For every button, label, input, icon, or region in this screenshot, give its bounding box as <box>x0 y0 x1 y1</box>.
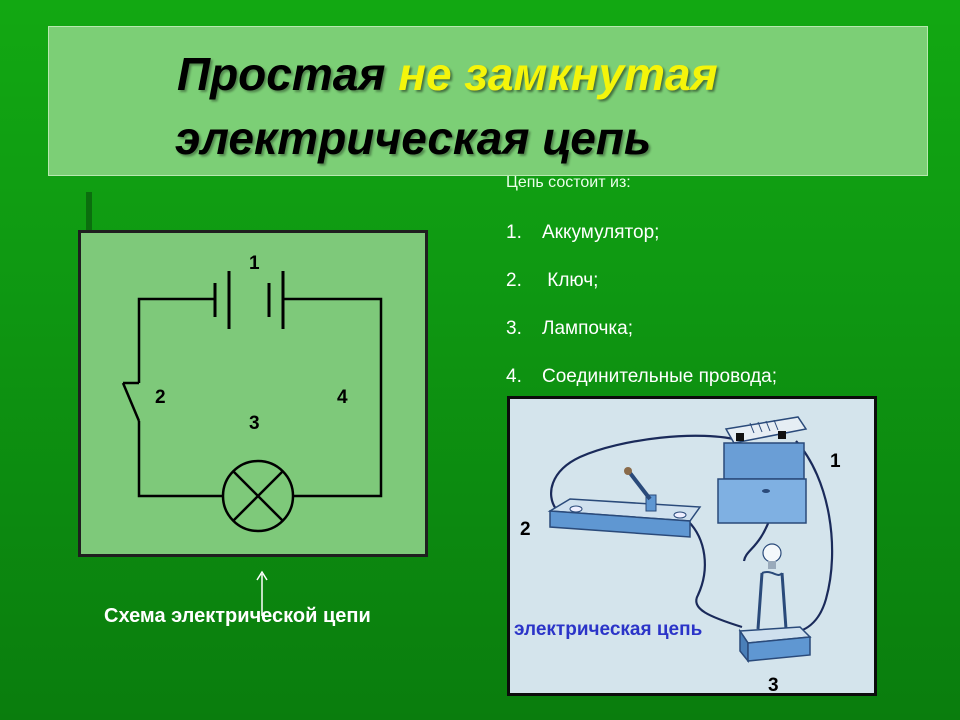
illus-label-switch: 2 <box>520 519 531 540</box>
list-item-text: Аккумулятор; <box>542 222 660 243</box>
list-intro: Цепь состоит из: <box>506 174 631 191</box>
list-item-number: 2. <box>506 270 522 291</box>
list-item-text: Соединительные провода; <box>542 366 778 387</box>
list-item-text: Лампочка; <box>542 318 634 339</box>
wire-right <box>283 297 383 498</box>
schematic-svg: 1 2 3 4 <box>121 253 383 533</box>
label-switch: 2 <box>155 387 166 408</box>
illus-label-battery: 1 <box>830 451 841 472</box>
circuit-schematic: 1 2 3 4 <box>78 230 428 557</box>
wire-top-left <box>137 297 215 383</box>
illustration-svg: 1 2 3 <box>520 416 841 693</box>
switch-blade <box>121 382 141 422</box>
title-banner: Простая не замкнутая электрическая цепь <box>48 26 928 176</box>
lamp-device <box>738 543 812 664</box>
label-battery: 1 <box>249 253 260 274</box>
lamp-cross-2 <box>232 470 284 522</box>
illus-label-lamp: 3 <box>768 675 779 693</box>
title-highlight: не замкнутая <box>398 48 718 100</box>
decorative-strip <box>86 192 92 242</box>
battery-device <box>717 416 808 524</box>
up-arrow-icon <box>256 570 268 616</box>
list-item: 1. Аккумулятор; <box>506 222 659 244</box>
label-wires: 4 <box>337 387 348 408</box>
list-item: 4. Соединительные провода; <box>506 366 777 388</box>
title-line-2: электрическая цепь <box>175 112 652 164</box>
title-text-1: Простая <box>177 48 399 100</box>
list-item: 2. Ключ; <box>506 270 598 292</box>
list-item: 3. Лампочка; <box>506 318 633 340</box>
lamp-circle <box>221 459 295 533</box>
label-lamp: 3 <box>249 413 260 434</box>
illustration-caption: электрическая цепь <box>514 619 703 640</box>
wire-bottom-left <box>137 421 223 498</box>
list-item-number: 3. <box>506 318 522 339</box>
wire-switch-lamp <box>687 520 743 629</box>
circuit-illustration: 1 2 3 электрическая цепь <box>507 396 877 696</box>
wire-battery-switch <box>550 434 743 510</box>
list-item-number: 1. <box>506 222 522 243</box>
switch-device <box>547 467 702 538</box>
schematic-caption: Схема электрической цепи <box>104 605 371 627</box>
list-item-number: 4. <box>506 366 522 387</box>
title-line-1: Простая не замкнутая <box>177 47 718 101</box>
list-item-text: Ключ; <box>542 270 599 291</box>
